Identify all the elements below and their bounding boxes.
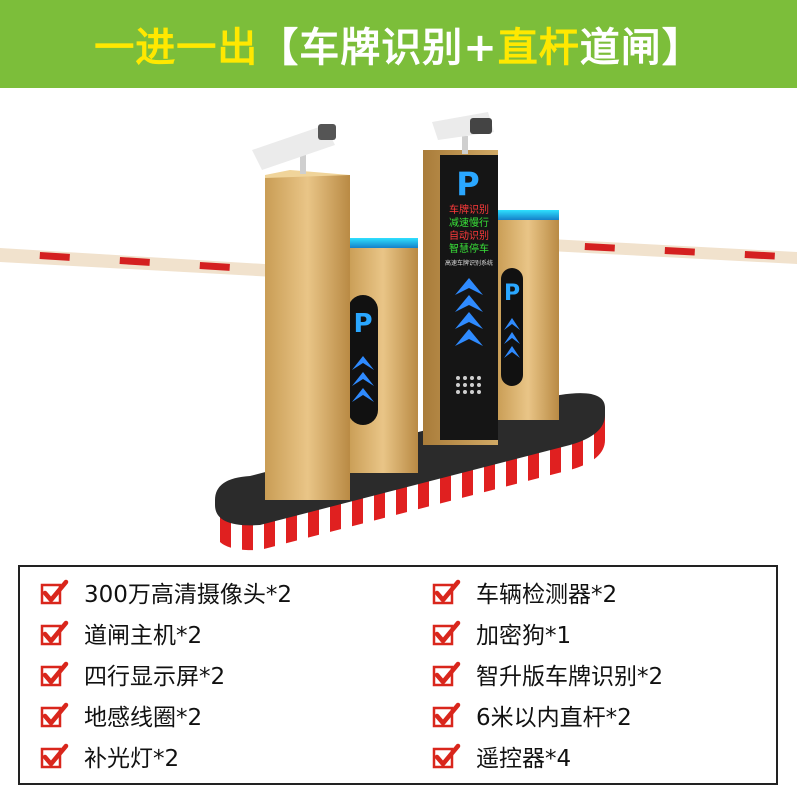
checklist-item-label: 四行显示屏*2 [84,664,226,690]
red-checkmark-icon [40,659,84,689]
banner-title-part2: 【车牌识别+ [258,25,498,71]
red-checkmark-icon [432,700,476,730]
red-checkmark-icon [432,741,476,771]
checklist-item-label: 地感线圈*2 [84,705,203,731]
checklist-item-label: 车辆检测器*2 [476,582,618,608]
checklist-item: 车辆检测器*2 [432,575,617,609]
checklist-item-label: 智升版车牌识别*2 [476,664,664,690]
display-screen-column: P 车牌识别 减速慢行 自动识别 智慧停车 高速车牌识别系统 [423,150,498,445]
left-gate-p-sign: P [353,309,372,339]
right-boom-arm [530,238,797,264]
banner-title-part4: 道闸】 [579,25,703,71]
checklist-item: 遥控器*4 [432,739,571,773]
display-arrows [455,278,483,346]
checklist-item: 300万高清摄像头*2 [40,575,292,609]
banner-title-part1: 一进一出 [94,25,259,71]
checklist-item-label: 加密狗*1 [476,623,572,649]
left-gate-cabinet: P [348,238,418,473]
checklist-item-label: 遥控器*4 [476,746,572,772]
checklist-item-label: 300万高清摄像头*2 [84,582,293,608]
title-banner: 一进一出 【车牌识别+ 直杆 道闸】 [0,0,797,88]
checklist-item: 道闸主机*2 [40,616,202,650]
display-line-1: 车牌识别 [449,203,489,216]
barrier-gate-illustration: P P 车牌识别 减速慢行 自动识别 智慧停车 高速车牌识别系统 [0,112,797,551]
right-gate-p-sign: P [504,281,520,306]
included-items-list: 300万高清摄像头*2 道闸主机*2 四行显示屏*2 地感线圈*2 补光灯*2 车辆检测器… [18,565,778,785]
banner-title: 一进一出 【车牌识别+ 直杆 道闸】 [0,0,797,88]
display-speaker-grid [456,376,481,394]
display-footer: 高速车牌识别系统 [445,259,493,267]
checklist-item: 补光灯*2 [40,739,179,773]
right-gate-cabinet: P [497,210,559,420]
red-checkmark-icon [40,577,84,607]
checklist-item-label: 道闸主机*2 [84,623,203,649]
checklist-item: 地感线圈*2 [40,698,202,732]
checklist-item: 智升版车牌识别*2 [432,657,663,691]
checklist-item: 6米以内直杆*2 [432,698,632,732]
red-checkmark-icon [40,700,84,730]
checklist-item: 加密狗*1 [432,616,571,650]
red-checkmark-icon [40,618,84,648]
display-line-2: 减速慢行 [449,216,489,229]
banner-title-part3: 直杆 [497,25,580,71]
red-checkmark-icon [432,618,476,648]
right-camera [432,112,494,154]
checklist-item: 四行显示屏*2 [40,657,225,691]
checklist-item-label: 补光灯*2 [84,746,180,772]
left-camera [252,124,336,174]
red-checkmark-icon [432,577,476,607]
display-line-4: 智慧停车 [449,242,489,255]
checklist-item-label: 6米以内直杆*2 [476,705,632,731]
left-camera-post [265,170,350,500]
display-p-sign: P [456,165,479,203]
red-checkmark-icon [40,741,84,771]
red-checkmark-icon [432,659,476,689]
display-line-3: 自动识别 [449,229,489,242]
